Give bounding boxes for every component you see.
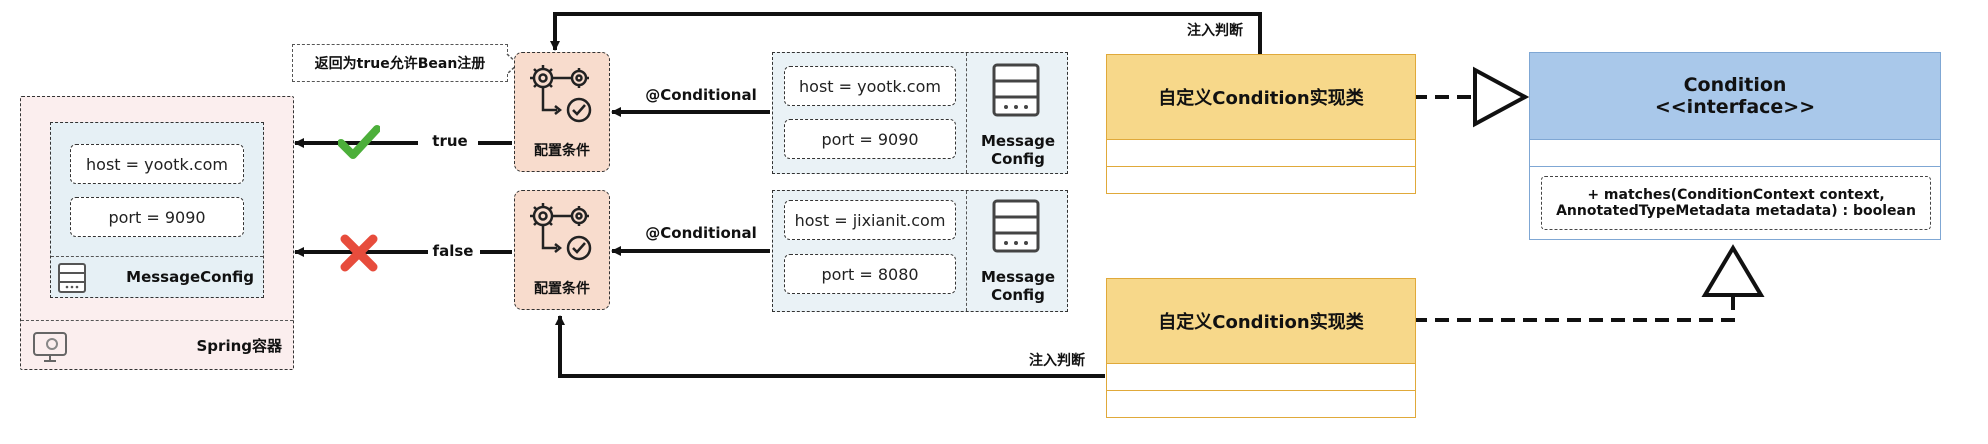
conditional-label-top: @Conditional (645, 86, 757, 104)
condition-interface-methods (1529, 166, 1941, 240)
config-bottom-divider (966, 191, 967, 311)
bean-server-icon (57, 262, 87, 294)
config-bottom-title-1: Message (981, 268, 1055, 286)
interface-method-line1: + matches(ConditionContext context, (1587, 187, 1885, 203)
realization-triangle-bottom (1701, 244, 1765, 297)
callout-text: 返回为true允许Bean注册 (314, 56, 486, 72)
impl-class-bottom-attributes (1106, 363, 1416, 391)
interface-method-box: + matches(ConditionContext context, Anno… (1541, 176, 1931, 230)
config-bottom-server-icon (991, 198, 1041, 254)
spring-icon (32, 330, 72, 364)
realization-line-bottom (1413, 295, 1735, 322)
check-icon (337, 124, 381, 160)
inject-label-bottom: 注入判断 (1029, 353, 1085, 369)
impl-class-top-name: 自定义Condition实现类 (1158, 88, 1364, 109)
gears-icon-bottom (527, 198, 597, 264)
cross-icon (340, 234, 378, 272)
impl-class-bottom-methods (1106, 390, 1416, 418)
bean-host-field: host = yootk.com (70, 144, 244, 184)
impl-class-top-attributes (1106, 139, 1416, 167)
realization-triangle-top (1473, 66, 1530, 128)
bean-label: MessageConfig (126, 268, 254, 286)
config-top-divider (966, 53, 967, 173)
interface-method-line2: AnnotatedTypeMetadata metadata) : boolea… (1556, 203, 1916, 219)
callout-pointer (506, 53, 520, 75)
config-top-port-field: port = 9090 (784, 119, 956, 159)
impl-class-top: 自定义Condition实现类 (1106, 54, 1416, 140)
condition-interface-header: Condition <<interface>> (1529, 52, 1941, 140)
inject-label-top: 注入判断 (1187, 23, 1243, 39)
impl-class-bottom-name: 自定义Condition实现类 (1158, 312, 1364, 333)
false-label: false (432, 242, 474, 260)
interface-name: Condition (1683, 74, 1787, 96)
impl-class-bottom: 自定义Condition实现类 (1106, 278, 1416, 364)
config-top-title-2: Config (991, 150, 1045, 168)
condition-label-bottom: 配置条件 (534, 281, 590, 297)
true-label: true (432, 132, 468, 150)
interface-stereotype: <<interface>> (1654, 96, 1816, 118)
spring-container-divider (21, 320, 293, 321)
bean-port-field: port = 9090 (70, 197, 244, 237)
callout-box: 返回为true允许Bean注册 (292, 44, 508, 82)
config-top-host-field: host = yootk.com (784, 66, 956, 106)
config-top-server-icon (991, 62, 1041, 118)
conditional-label-bottom: @Conditional (645, 224, 757, 242)
impl-class-top-methods (1106, 166, 1416, 194)
config-bottom-port-field: port = 8080 (784, 254, 956, 294)
spring-container-label: Spring容器 (196, 337, 283, 355)
condition-interface-attributes (1529, 139, 1941, 167)
config-bottom-host-field: host = jixianit.com (784, 200, 956, 240)
condition-label-top: 配置条件 (534, 143, 590, 159)
bean-divider (51, 256, 263, 257)
inject-arrow-top (550, 12, 1262, 55)
gears-icon-top (527, 60, 597, 126)
inject-arrow-bottom (555, 315, 1105, 378)
condition-box-bottom (514, 190, 610, 310)
config-bottom-title-2: Config (991, 286, 1045, 304)
condition-box-top (514, 52, 610, 172)
config-top-title-1: Message (981, 132, 1055, 150)
